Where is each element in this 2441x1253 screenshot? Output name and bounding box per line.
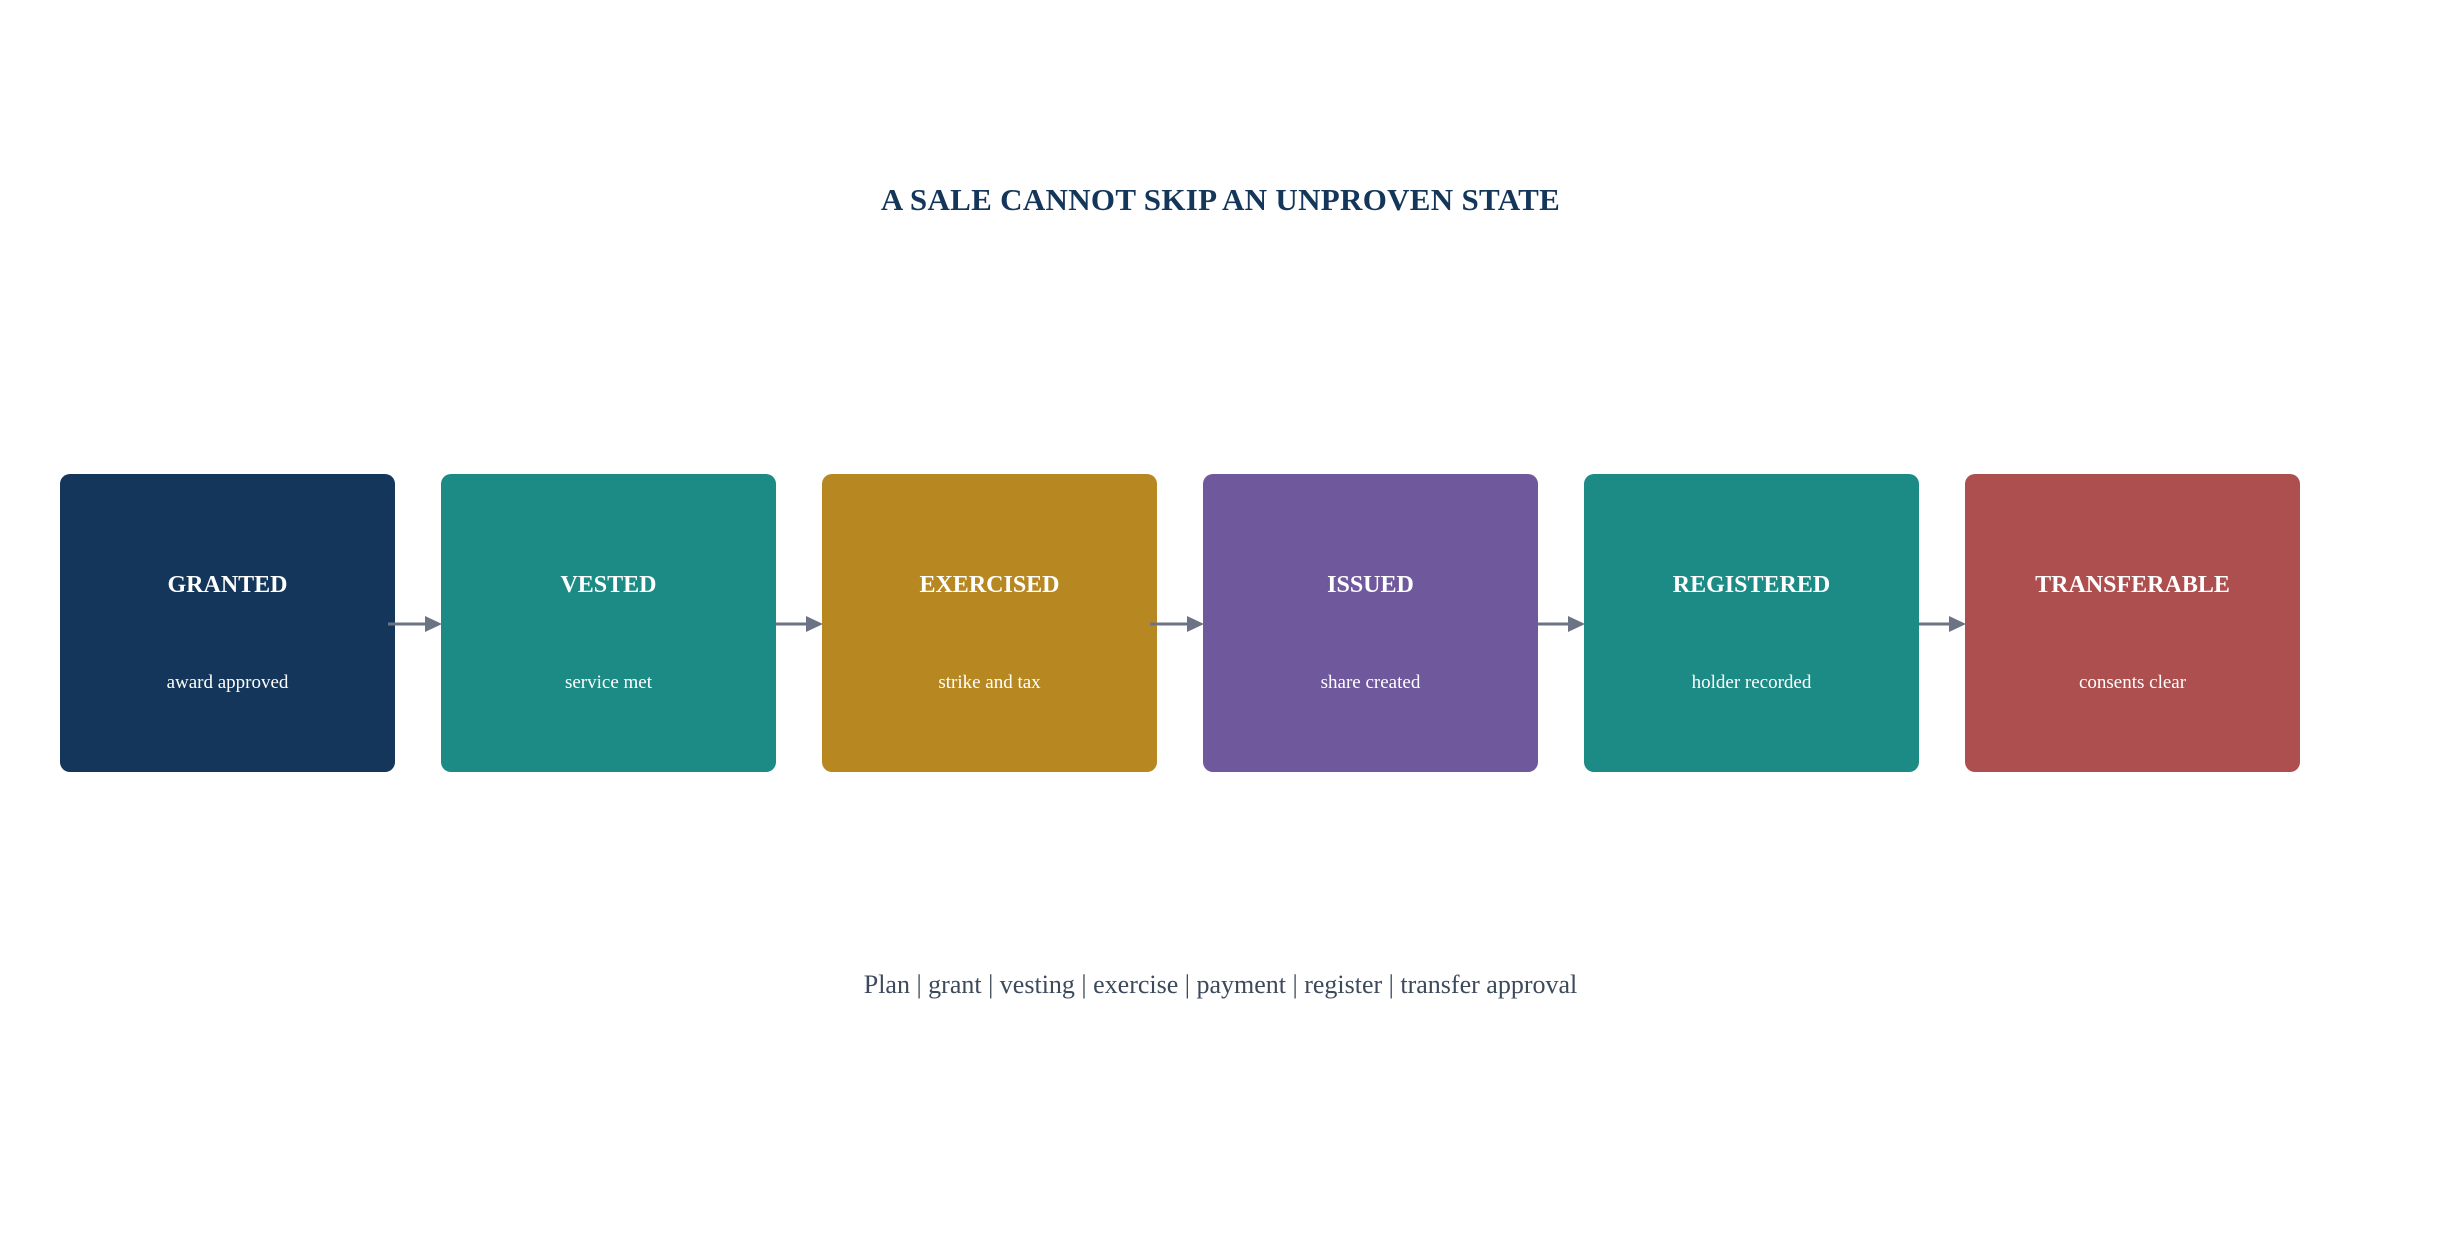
- arrow-exercised-to-issued: [1150, 616, 1204, 632]
- state-name: TRANSFERABLE: [2035, 572, 2230, 598]
- state-name: GRANTED: [167, 572, 288, 598]
- arrow-vested-to-exercised: [776, 616, 823, 632]
- state-box-granted: GRANTED award approved: [60, 474, 395, 772]
- state-description: service met: [564, 672, 653, 693]
- state-description: award approved: [166, 672, 289, 693]
- arrow-registered-to-transferable: [1919, 616, 1966, 632]
- state-box-registered: REGISTERED holder recorded: [1584, 474, 1919, 772]
- state-box-vested: VESTED service met: [441, 474, 776, 772]
- footer-caption: Plan | grant | vesting | exercise | paym…: [863, 970, 1578, 999]
- state-name: EXERCISED: [919, 572, 1060, 598]
- state-description: holder recorded: [1691, 672, 1812, 693]
- arrow-granted-to-vested: [388, 616, 442, 632]
- state-description: consents clear: [2078, 672, 2187, 693]
- state-box-transferable: TRANSFERABLE consents clear: [1965, 474, 2300, 772]
- state-box-issued: ISSUED share created: [1203, 474, 1538, 772]
- state-name: REGISTERED: [1672, 572, 1831, 598]
- state-description: share created: [1320, 672, 1421, 693]
- state-description: strike and tax: [938, 672, 1041, 693]
- state-name: ISSUED: [1327, 572, 1414, 598]
- state-box-exercised: EXERCISED strike and tax: [822, 474, 1157, 772]
- diagram-title: A SALE CANNOT SKIP AN UNPROVEN STATE: [880, 182, 1561, 217]
- arrow-issued-to-registered: [1538, 616, 1585, 632]
- state-name: VESTED: [560, 572, 657, 598]
